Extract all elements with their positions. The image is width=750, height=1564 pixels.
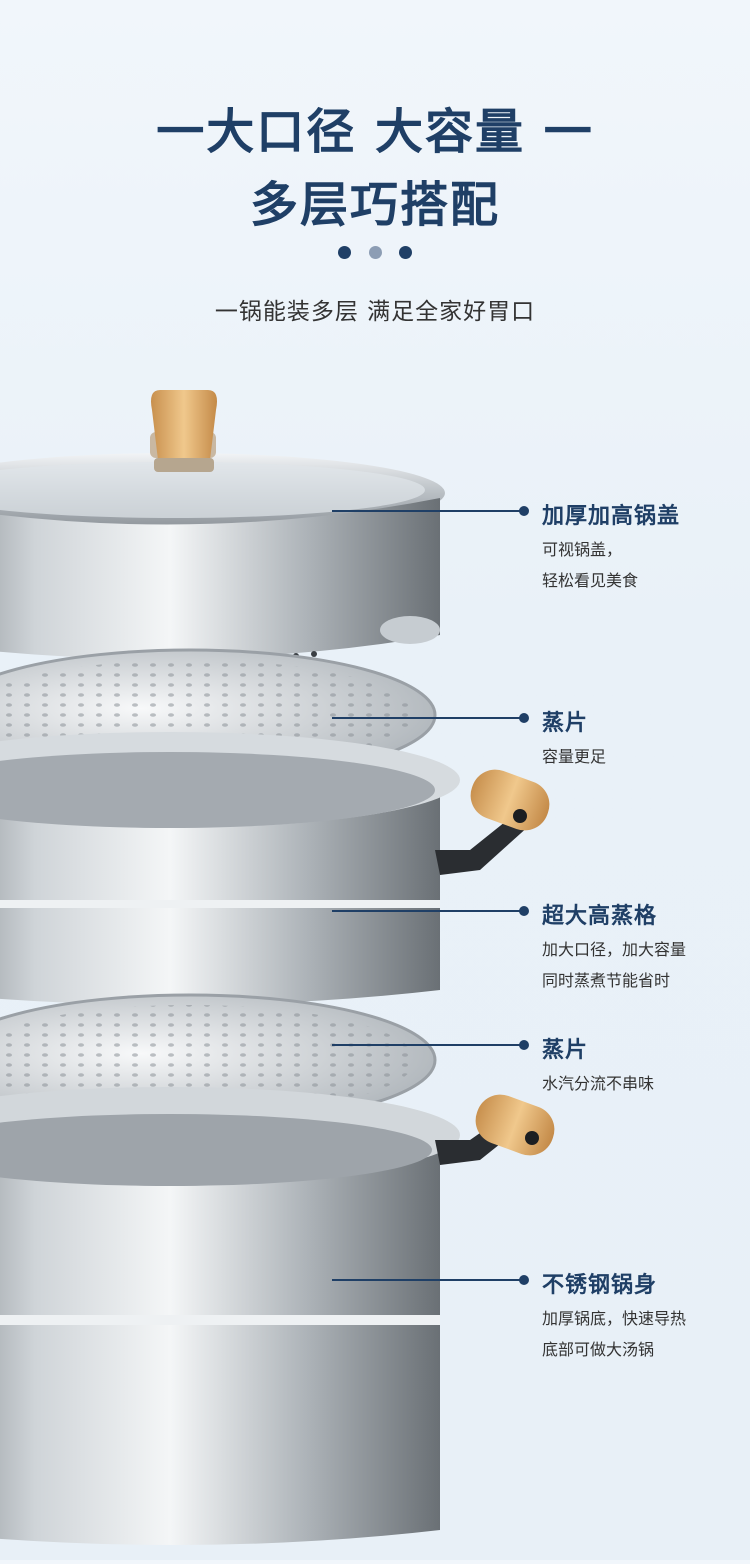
callout-desc-line: 同时蒸煮节能省时 [542, 971, 671, 990]
callout-title-plate-1: 蒸片 [542, 711, 589, 736]
leader-dot-1 [519, 506, 529, 516]
headline-line-1: 一大口径 大容量 一 [156, 104, 594, 160]
callout-desc-line: 容量更足 [542, 747, 607, 766]
callout-title-plate-2: 蒸片 [542, 1038, 589, 1063]
steamer-plate-2 [0, 993, 437, 1127]
callout-desc-line: 加大口径，加大容量 [542, 940, 687, 959]
leader-line-3 [332, 910, 524, 912]
leader-line-5 [332, 1279, 524, 1281]
callout-desc-lid: 可视锅盖， 轻松看见美食 [542, 534, 638, 596]
dot-1 [338, 246, 352, 259]
steamer-pot-exploded-view [0, 390, 555, 1545]
leader-line-1 [332, 510, 524, 512]
leader-dot-4 [519, 1040, 529, 1050]
callout-desc-line: 水汽分流不串味 [542, 1074, 655, 1093]
callout-desc-plate-1: 容量更足 [542, 741, 606, 772]
callout-desc-line: 底部可做大汤锅 [542, 1340, 655, 1359]
callout-desc-line: 加厚锅底，快速导热 [542, 1309, 687, 1328]
leader-line-4 [332, 1044, 524, 1046]
callout-desc-plate-2: 水汽分流不串味 [542, 1068, 654, 1099]
leader-dot-5 [519, 1275, 529, 1285]
callout-title-pot: 不锈钢锅身 [542, 1273, 658, 1298]
leader-dot-2 [519, 713, 529, 723]
steamer-tier [0, 732, 550, 1005]
callout-desc-line: 轻松看见美食 [542, 571, 639, 590]
headline-line-2: 多层巧搭配 [249, 177, 500, 233]
callout-desc-line: 可视锅盖， [542, 540, 623, 559]
dot-3 [398, 246, 412, 259]
callout-desc-steamer: 加大口径，加大容量 同时蒸煮节能省时 [542, 934, 686, 996]
dot-2 [368, 246, 382, 259]
leader-line-2 [332, 717, 524, 719]
pot-body [0, 1087, 555, 1545]
leader-dot-3 [519, 906, 529, 916]
callout-title-lid: 加厚加高锅盖 [542, 504, 681, 529]
callout-desc-pot: 加厚锅底，快速导热 底部可做大汤锅 [542, 1303, 686, 1365]
pagination-dots [0, 244, 750, 263]
product-illustration: 加厚加高锅盖 可视锅盖， 轻松看见美食 蒸片 容量更足 超大高蒸格 加大口径，加… [0, 380, 750, 1560]
subtitle: 一锅能装多层 满足全家好胃口 [214, 299, 536, 325]
lid [0, 390, 445, 661]
callout-title-steamer: 超大高蒸格 [542, 904, 658, 929]
